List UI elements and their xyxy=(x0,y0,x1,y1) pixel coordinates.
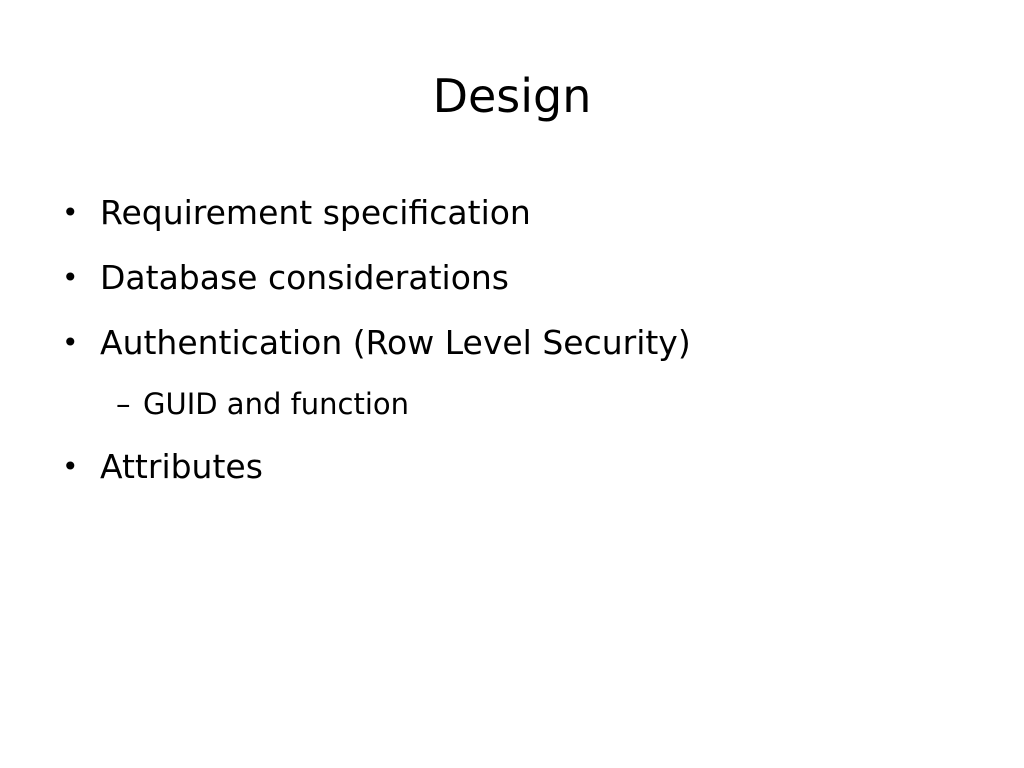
bullet-item-database-considerations: • Database considerations xyxy=(62,256,509,300)
bullet-text: Requirement specification xyxy=(100,193,531,232)
bullet-marker: • xyxy=(62,196,79,229)
sub-bullet-item-guid-and-function: –GUID and function xyxy=(116,385,409,423)
dash-marker: – xyxy=(116,387,131,421)
bullet-text: Database considerations xyxy=(100,258,510,297)
sub-bullet-text: GUID and function xyxy=(143,387,410,421)
bullet-marker: • xyxy=(62,450,79,483)
bullet-text: Attributes xyxy=(100,447,263,486)
bullet-marker: • xyxy=(62,326,79,359)
bullet-marker: • xyxy=(62,261,79,294)
slide-title: Design xyxy=(432,69,592,123)
bullet-item-attributes: • Attributes xyxy=(62,445,263,489)
bullet-item-requirement-specification: • Requirement specification xyxy=(62,191,531,235)
bullet-item-authentication: • Authentication (Row Level Security) xyxy=(62,321,691,365)
bullet-text: Authentication (Row Level Security) xyxy=(100,323,691,362)
